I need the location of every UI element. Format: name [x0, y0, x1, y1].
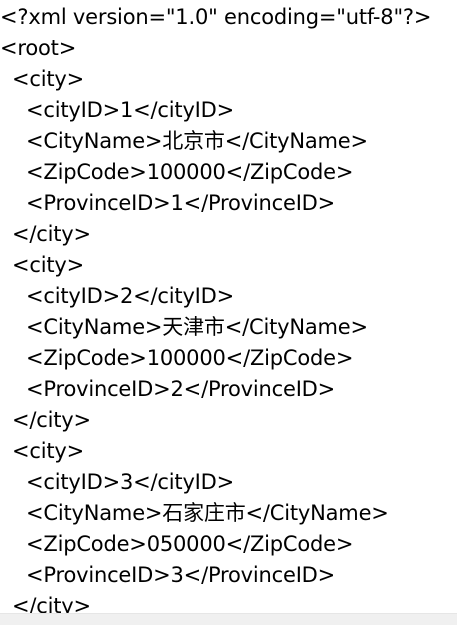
city-name-element: <CityName>北京市</CityName> [26, 129, 368, 153]
xml-declaration-line: <?xml version="1.0" encoding="utf-8"?> [0, 5, 432, 29]
zip-code-element: <ZipCode>100000</ZipCode> [26, 346, 354, 370]
province-id-element: <ProvinceID>2</ProvinceID> [26, 377, 336, 401]
city-id-element: <cityID>3</cityID> [26, 470, 235, 494]
city-open-tag: <city> [12, 439, 85, 463]
city-open-tag: <city> [12, 253, 85, 277]
province-id-element: <ProvinceID>1</ProvinceID> [26, 191, 336, 215]
zip-code-element: <ZipCode>050000</ZipCode> [26, 532, 354, 556]
city-id-element: <cityID>2</cityID> [26, 284, 235, 308]
city-close-tag: </city> [12, 408, 91, 432]
root-open-tag: <root> [0, 36, 77, 60]
city-close-tag: </city> [12, 594, 91, 613]
province-id-element: <ProvinceID>3</ProvinceID> [26, 563, 336, 587]
city-open-tag: <city> [12, 67, 85, 91]
city-name-element: <CityName>天津市</CityName> [26, 315, 368, 339]
xml-lines: <?xml version="1.0" encoding="utf-8"?> <… [0, 5, 432, 613]
city-close-tag: </city> [12, 222, 91, 246]
horizontal-scrollbar[interactable] [0, 613, 457, 625]
zip-code-element: <ZipCode>100000</ZipCode> [26, 160, 354, 184]
city-id-element: <cityID>1</cityID> [26, 98, 235, 122]
city-name-element: <CityName>石家庄市</CityName> [26, 501, 389, 525]
